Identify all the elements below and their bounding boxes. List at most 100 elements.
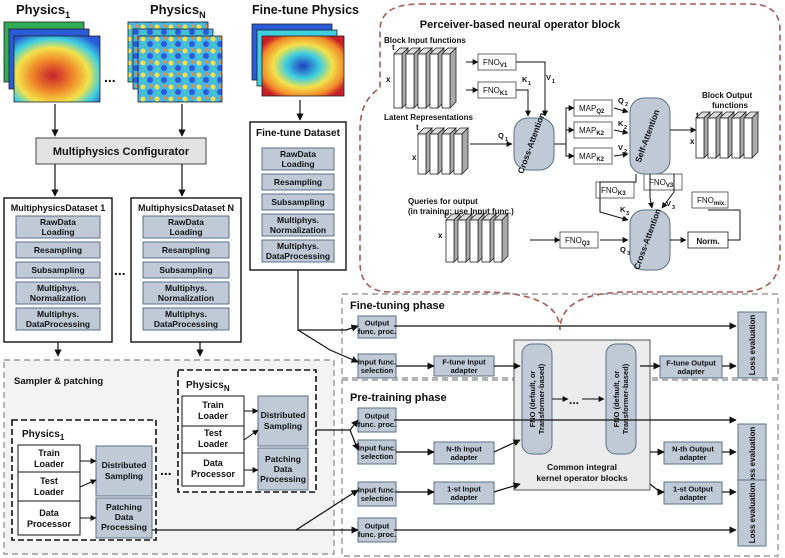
finetune-fields [251, 23, 345, 97]
fno-box: FNOQ3 [559, 231, 599, 249]
loader-label: Loader [34, 459, 65, 469]
svg-text:N-th Output: N-th Output [672, 444, 714, 453]
svg-text:Input func.: Input func. [358, 485, 396, 494]
svg-text:Loss evaluation: Loss evaluation [748, 427, 757, 488]
svg-text:adapter: adapter [450, 366, 477, 375]
svg-text:Fine-tuning phase: Fine-tuning phase [350, 300, 445, 312]
svg-text:Subsampling: Subsampling [271, 197, 324, 207]
svg-text:Multiphys.: Multiphys. [277, 241, 319, 251]
query-stack [445, 213, 509, 263]
svg-text:adapter: adapter [679, 493, 706, 502]
pretrain-phase-panel: Pre-training phase [341, 379, 779, 557]
dataset-step: Multiphys.DataProcessing [15, 307, 101, 331]
axis-t-label: t [392, 43, 395, 52]
svg-text:selection: selection [361, 366, 394, 375]
block-output-label: Block Output [702, 91, 753, 100]
loader-label: Test [40, 476, 58, 486]
physics-1-fields [3, 21, 101, 103]
physics-1-title: Physics1 [16, 2, 70, 20]
norm-box: Norm. [687, 231, 729, 249]
loader-label: Test [204, 428, 222, 438]
svg-text:Loading: Loading [169, 227, 202, 237]
svg-text:adapter: adapter [679, 453, 706, 462]
ellipsis-top: ... [104, 69, 116, 85]
svg-text:Multiphys.: Multiphys. [37, 283, 79, 293]
sampler-label: Distributed [261, 410, 306, 420]
perceiver-cloud [359, 3, 781, 331]
svg-text:3: 3 [627, 251, 630, 257]
svg-text:MultiphysicsDataset 1: MultiphysicsDataset 1 [11, 203, 106, 213]
svg-text:kernel operator blocks: kernel operator blocks [536, 473, 627, 483]
svg-text:Q: Q [620, 245, 626, 254]
svg-text:Q: Q [618, 96, 624, 105]
sampler-label: Patching [265, 454, 301, 464]
input-sel-1: Input func.selection [357, 481, 397, 507]
svg-text:Loading: Loading [41, 227, 74, 237]
loader-label: Loader [198, 439, 229, 449]
svg-text:MAPK2: MAPK2 [579, 126, 605, 137]
sampler-label: Distributed [102, 460, 147, 470]
cross-attention-1: Cross-Attention [513, 111, 555, 175]
sampler-label: Sampling [105, 471, 143, 481]
svg-text:Physics1: Physics1 [22, 429, 65, 442]
svg-text:K: K [620, 205, 626, 214]
axis-x-label: x [412, 153, 417, 162]
svg-text:1-st Output: 1-st Output [673, 484, 713, 493]
axis-t-label: t [696, 111, 699, 120]
svg-text:functions: functions [712, 101, 749, 110]
svg-text:DataProcessing: DataProcessing [26, 319, 90, 329]
svg-text:DataProcessing: DataProcessing [266, 251, 330, 261]
dataset-step: Subsampling [261, 193, 335, 211]
svg-text:MAPQ2: MAPQ2 [579, 104, 605, 115]
loss-evaluation-0: Loss evaluation [737, 311, 767, 379]
svg-text:3: 3 [626, 211, 629, 217]
finetune-phase-panel: Fine-tuning phase [341, 293, 779, 379]
svg-text:2: 2 [625, 102, 628, 108]
svg-text:3: 3 [672, 205, 675, 211]
common-kernel-blocks: FNO (default, orTransformer-based) FNO (… [513, 339, 651, 491]
dataset-step: Multiphys.DataProcessing [261, 239, 335, 263]
queries-label: Queries for output [408, 197, 478, 206]
svg-text:Normalization: Normalization [270, 225, 326, 235]
svg-text:2: 2 [624, 149, 627, 155]
fno-box: FNOV3 [643, 173, 683, 191]
fno-box: FNOK3 [595, 181, 635, 199]
axis-x-label: x [438, 231, 443, 240]
svg-text:Multiphys.: Multiphys. [37, 309, 79, 319]
physics-n-title: PhysicsN [150, 2, 206, 20]
sampler-label: Sampling [264, 421, 302, 431]
fno-box: MAPK2 [573, 147, 613, 165]
dataset-step: Subsampling [142, 261, 230, 279]
block-output-stack [695, 111, 759, 159]
svg-text:Input func.: Input func. [358, 443, 396, 452]
svg-text:Loading: Loading [281, 159, 314, 169]
svg-text:Common integral: Common integral [547, 462, 617, 472]
svg-text:adapter: adapter [677, 367, 704, 376]
svg-text:Normalization: Normalization [30, 293, 86, 303]
svg-text:Multiphysics Configurator: Multiphysics Configurator [53, 146, 190, 158]
loader-label: Loader [198, 411, 229, 421]
svg-text:MultiphysicsDataset N: MultiphysicsDataset N [138, 203, 234, 213]
svg-text:FNOK1: FNOK1 [483, 86, 508, 97]
finetune-physics-title: Fine-tune Physics [252, 3, 359, 17]
physics-n-fields [127, 21, 223, 103]
svg-text:N-th Input: N-th Input [446, 444, 482, 453]
svg-text:DataProcessing: DataProcessing [154, 319, 218, 329]
sampler-label: Processing [260, 474, 306, 484]
svg-text:RawData: RawData [280, 149, 316, 159]
fno-box: MAPQ2 [573, 99, 613, 117]
svg-text:Resampling: Resampling [162, 245, 210, 255]
svg-text:Output: Output [365, 411, 390, 420]
multiphysics-configurator: Multiphysics Configurator [35, 137, 207, 165]
svg-text:1-st Input: 1-st Input [447, 484, 481, 493]
